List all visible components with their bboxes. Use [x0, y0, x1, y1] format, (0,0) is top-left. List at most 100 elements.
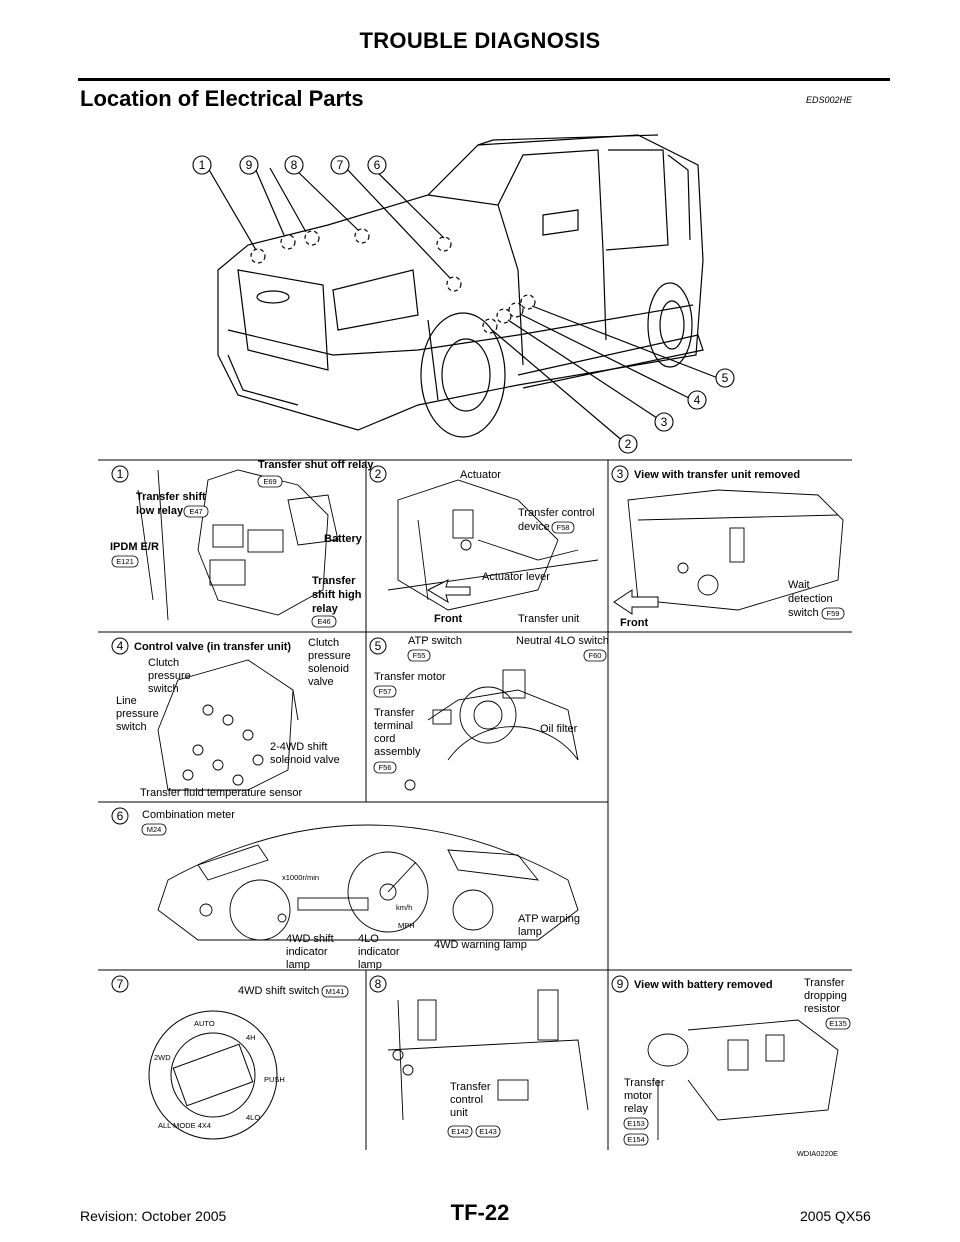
label-motor-relay: Transfer [624, 1077, 665, 1089]
dial-push: PUSH [264, 1075, 285, 1084]
label-clutch-switch: Clutch [148, 657, 179, 669]
connector: E142 [451, 1127, 469, 1136]
label-atp-warning: ATP warning [518, 913, 580, 925]
connector: F59 [827, 609, 840, 618]
connector: E143 [479, 1127, 497, 1136]
connector: F56 [379, 763, 392, 772]
label-shift-high: shift high [312, 589, 362, 601]
label-terminal-cord: terminal [374, 720, 413, 732]
label-line-switch: pressure [116, 708, 159, 720]
label-fluid-temp: Transfer fluid temperature sensor [140, 787, 303, 799]
label-motor-relay: relay [624, 1103, 648, 1115]
panel-number: 9 [617, 977, 624, 991]
dial-auto: AUTO [194, 1019, 215, 1028]
panel-number: 5 [375, 639, 382, 653]
label-combination-meter: Combination meter [142, 809, 235, 821]
label-dropping-resistor: dropping [804, 990, 847, 1002]
label-4wd-shift-switch: 4WD shift switch [238, 985, 319, 997]
dial-allmode: ALL MODE 4X4 [158, 1121, 211, 1130]
front-arrow-icon [426, 579, 471, 604]
figure-svg: 1 9 8 7 6 5 4 3 2 1 [98, 134, 852, 1158]
label-ipdm: IPDM E/R [110, 541, 159, 553]
label-tcd: Transfer control [518, 507, 595, 519]
dial-2wd: 2WD [154, 1053, 171, 1062]
panel-grid [98, 459, 852, 1150]
label-clutch-switch: pressure [148, 670, 191, 682]
section-title: Location of Electrical Parts [80, 86, 364, 111]
panel-2: 2 Actuator Transfer control device F58 A… [369, 465, 599, 625]
vehicle-callout: 4 [694, 393, 701, 407]
panel-number: 6 [117, 809, 124, 823]
vehicle-callout: 7 [337, 158, 344, 172]
connector: E135 [829, 1019, 847, 1028]
label-terminal-cord: Transfer [374, 707, 415, 719]
label-shift-low: Transfer shift [136, 491, 206, 503]
panel-4: 4 Control valve (in transfer unit) Clutc… [111, 637, 351, 799]
label-terminal-cord: assembly [374, 746, 421, 758]
label-front: Front [434, 613, 462, 625]
label-dropping-resistor: Transfer [804, 977, 845, 989]
label-tcd: device [518, 521, 550, 533]
meter-cluster [157, 824, 579, 941]
connector: F60 [589, 651, 602, 660]
connector: E121 [116, 557, 134, 566]
label-4wd-warning: 4WD warning lamp [434, 939, 527, 951]
vehicle-callout: 6 [374, 158, 381, 172]
label-4wd-indicator: indicator [286, 946, 328, 958]
label-atp-warning: lamp [518, 926, 542, 938]
panel-9: 9 View with battery removed Transfer dro… [611, 975, 851, 1146]
label-dropping-resistor: resistor [804, 1003, 840, 1015]
label-4lo-indicator: indicator [358, 946, 400, 958]
connector: E46 [317, 617, 330, 626]
label-actuator-lever: Actuator lever [482, 571, 550, 583]
parts-location-figure: 1 9 8 7 6 5 4 3 2 1 [98, 120, 852, 1160]
label-line-switch: switch [116, 721, 147, 733]
label-transfer-motor: Transfer motor [374, 671, 446, 683]
label-atp-switch: ATP switch [408, 635, 462, 647]
panel-1: 1 Transfer shut off relay E69 Transfer s… [110, 459, 374, 628]
vehicle-illustration [207, 134, 719, 443]
panel-number: 4 [117, 639, 124, 653]
label-transfer-unit: Transfer unit [518, 613, 579, 625]
label-shift-solenoid: solenoid valve [270, 754, 340, 766]
label-oil-filter: Oil filter [540, 723, 578, 735]
label-wait-switch: detection [788, 593, 833, 605]
label-4lo-indicator: 4LO [358, 933, 379, 945]
panel-number: 7 [117, 977, 124, 991]
label-neutral-switch: Neutral 4LO switch [516, 635, 609, 647]
label-wait-switch: switch [788, 607, 819, 619]
label-shift-low: low relay [136, 505, 184, 517]
label-clutch-valve: pressure [308, 650, 351, 662]
dial-4h: 4H [246, 1033, 256, 1042]
panel-title: View with battery removed [634, 979, 773, 991]
connector: F58 [557, 523, 570, 532]
vehicle-callout: 8 [291, 158, 298, 172]
4wd-shift-dial [148, 1010, 278, 1140]
header-rule [78, 78, 890, 81]
label-clutch-valve: Clutch [308, 637, 339, 649]
label-tcu: unit [450, 1107, 468, 1119]
label-battery: Battery [324, 533, 363, 545]
label-motor-relay: motor [624, 1090, 652, 1102]
label-actuator: Actuator [460, 469, 501, 481]
page-header: TROUBLE DIAGNOSIS [359, 28, 601, 53]
label-terminal-cord: cord [374, 733, 395, 745]
panel-number: 8 [375, 977, 382, 991]
label-shift-high: relay [312, 603, 339, 615]
meter-kmh: km/h [396, 903, 412, 912]
connector: E154 [627, 1135, 645, 1144]
footer-page-number: TF-22 [450, 1200, 510, 1225]
label-clutch-switch: switch [148, 683, 179, 695]
connector: M141 [326, 987, 345, 996]
vehicle-callouts: 1 9 8 7 6 5 4 3 2 [192, 155, 735, 454]
vehicle-callout: 9 [246, 158, 253, 172]
panel-number: 3 [617, 467, 624, 481]
label-clutch-valve: solenoid [308, 663, 349, 675]
dial-4lo: 4LO [246, 1113, 260, 1122]
label-tcu: control [450, 1094, 483, 1106]
panel-number: 2 [375, 467, 382, 481]
front-arrow-icon [613, 589, 659, 615]
panel-title: View with transfer unit removed [634, 469, 800, 481]
figure-code: WDIA0220E [797, 1149, 838, 1158]
panel-3: 3 View with transfer unit removed Front … [611, 465, 845, 629]
